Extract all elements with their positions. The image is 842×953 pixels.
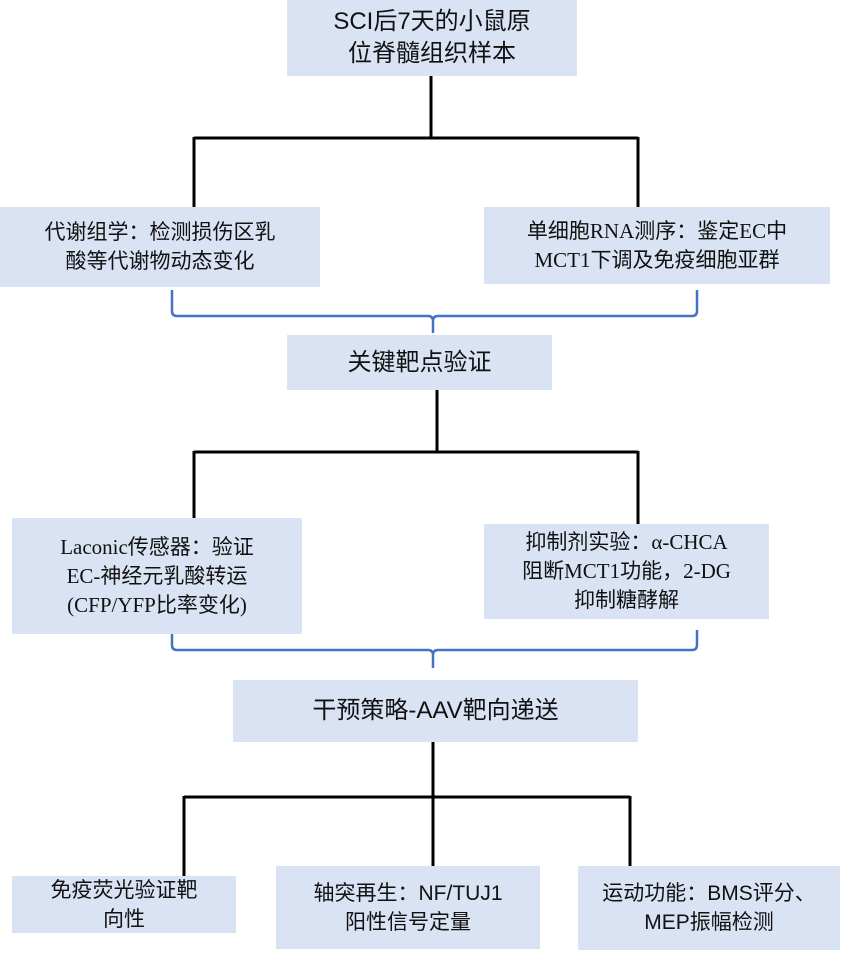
node-validation: 关键靶点验证 [287, 335, 552, 390]
node-laconic: Laconic传感器：验证 EC-神经元乳酸转运 (CFP/YFP比率变化) [12, 518, 302, 634]
node-motor: 运动功能：BMS评分、 MEP振幅检测 [578, 866, 840, 950]
node-scrna: 单细胞RNA测序：鉴定EC中 MCT1下调及免疫细胞亚群 [484, 207, 830, 284]
node-text: 轴突再生：NF/TUJ1 [313, 881, 503, 905]
node-text: 代谢组学：检测损伤区乳 [44, 220, 276, 244]
connector-validation [192, 390, 640, 524]
node-inhibitor: 抑制剂实验：α-CHCA 阻断MCT1功能，2-DG 抑制糖酵解 [484, 524, 769, 619]
node-text: MEP振幅检测 [644, 911, 774, 934]
node-text: 免疫荧光验证靶 [50, 878, 198, 902]
node-text: 阻断MCT1功能，2-DG [522, 559, 731, 583]
node-immuno: 免疫荧光验证靶 向性 [12, 876, 236, 933]
node-text: 单细胞RNA测序：鉴定EC中 [526, 218, 788, 243]
connector-intervention [182, 742, 632, 876]
node-text: Laconic传感器：验证 [60, 534, 254, 559]
node-root: SCI后7天的小鼠原 位脊髓组织样本 [287, 0, 577, 76]
node-text: 干预策略-AAV靶向递送 [312, 697, 559, 724]
node-text: SCI后7天的小鼠原 [333, 8, 531, 35]
node-text: EC-神经元乳酸转运 [66, 563, 248, 588]
node-text: MCT1下调及免疫细胞亚群 [534, 247, 780, 272]
node-text: 位脊髓组织样本 [348, 40, 516, 67]
brace-1 [170, 290, 699, 333]
node-text: 向性 [103, 907, 145, 931]
node-text: 抑制糖酵解 [574, 588, 679, 612]
node-text: 关键靶点验证 [347, 348, 492, 376]
node-text: 抑制剂实验：α-CHCA [525, 530, 728, 554]
node-metabolomics: 代谢组学：检测损伤区乳 酸等代谢物动态变化 [0, 207, 320, 287]
node-text: 阳性信号定量 [345, 910, 471, 934]
brace-2 [170, 630, 699, 668]
node-intervention: 干预策略-AAV靶向递送 [233, 680, 638, 742]
node-axon: 轴突再生：NF/TUJ1 阳性信号定量 [276, 866, 540, 949]
node-text: 运动功能：BMS评分、 [602, 882, 816, 905]
node-text: (CFP/YFP比率变化) [67, 592, 247, 617]
connector-root [192, 76, 640, 207]
node-text: 酸等代谢物动态变化 [65, 249, 255, 273]
